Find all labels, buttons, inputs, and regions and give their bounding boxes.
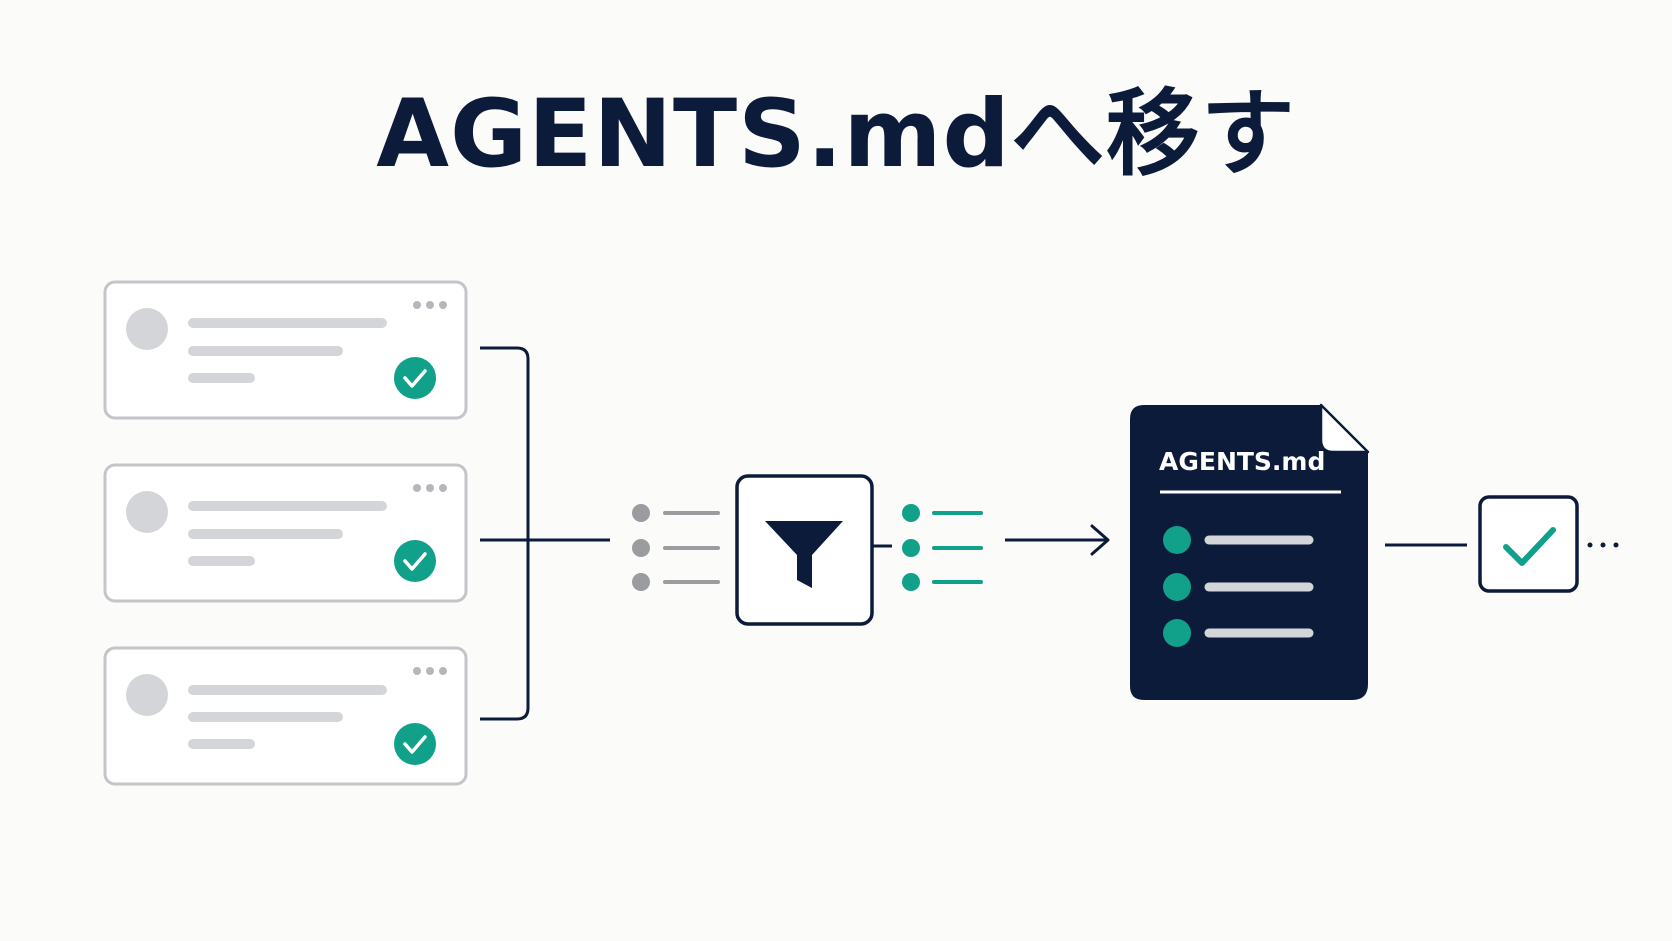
checkbox-checked-icon: [1478, 495, 1579, 593]
more-horizontal-icon: [413, 667, 447, 675]
unfiltered-list-icon: [632, 504, 720, 591]
avatar-placeholder: [126, 674, 168, 716]
check-circle-icon: [394, 540, 436, 582]
funnel-icon: [765, 521, 843, 588]
check-circle-icon: [394, 723, 436, 765]
list-bullet: [1163, 526, 1191, 554]
avatar-placeholder: [126, 491, 168, 533]
more-horizontal-icon: [413, 484, 447, 492]
agents-md-document: AGENTS.md: [1130, 403, 1370, 700]
source-card: [103, 463, 468, 603]
document-page-fold: [1319, 403, 1370, 454]
ellipsis-icon: [1587, 542, 1619, 548]
more-horizontal-icon: [413, 301, 447, 309]
source-card: [103, 646, 468, 786]
filtered-list-icon: [902, 504, 983, 591]
document-page: [1130, 405, 1368, 700]
avatar-placeholder: [126, 308, 168, 350]
merge-bracket: [480, 346, 530, 721]
page-title: AGENTS.mdへ移す: [376, 80, 1296, 189]
list-bullet: [1163, 619, 1191, 647]
check-circle-icon: [394, 357, 436, 399]
arrow-right-icon: [1005, 524, 1110, 556]
source-card: [103, 280, 468, 420]
filter-box: [735, 474, 874, 626]
document-title: AGENTS.md: [1159, 447, 1325, 476]
list-bullet: [1163, 573, 1191, 601]
